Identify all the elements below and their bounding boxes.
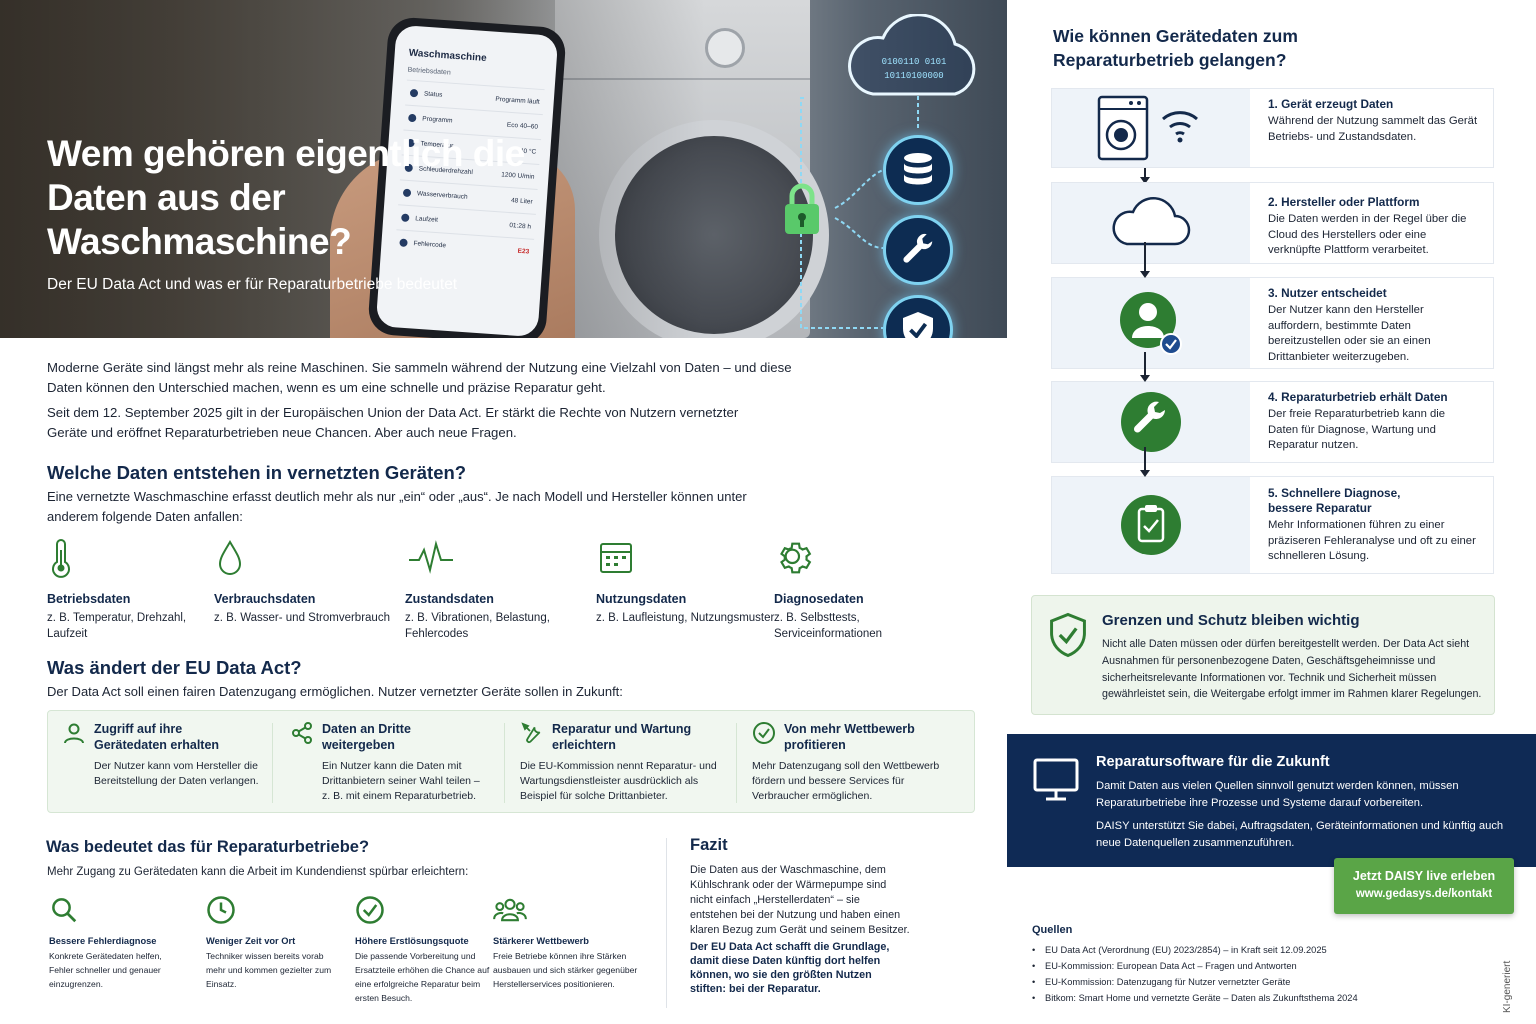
- search-icon: [52, 898, 77, 923]
- act-item: Von mehr Wettbewerb profitieren Mehr Dat…: [752, 722, 940, 802]
- cloud-icon: [1112, 196, 1191, 246]
- svg-text:0100110 0101: 0100110 0101: [882, 57, 947, 67]
- data-type-item: Zustandsdaten z. B. Vibrationen, Belastu…: [405, 538, 585, 642]
- cta-button[interactable]: Jetzt DAISY live erleben www.gedasys.de/…: [1334, 858, 1514, 914]
- wrench-icon: [1121, 392, 1181, 452]
- clipboard-check-icon: [1121, 495, 1181, 555]
- lock-icon: [785, 183, 819, 234]
- fazit-section: Fazit Die Daten aus der Waschmaschine, d…: [690, 836, 910, 996]
- fazit-title: Fazit: [690, 836, 728, 854]
- software-text-1: Damit Daten aus vielen Quellen sinnvoll …: [1096, 780, 1459, 809]
- pulse-icon: [409, 540, 453, 574]
- data-cloud-icon: 0100110 0101 10110100000: [848, 14, 976, 96]
- hero-subtitle: Der EU Data Act und was er für Reparatur…: [47, 276, 458, 293]
- benefit-item: Weniger Zeit vor Ort Techniker wissen be…: [206, 895, 341, 991]
- gear-icon: [780, 542, 812, 574]
- hero-title: Wem gehören eigentlich die Daten aus der…: [47, 133, 525, 262]
- phone-title: Waschmaschine: [408, 47, 487, 65]
- cta-url[interactable]: www.gedasys.de/kontakt: [1355, 888, 1493, 900]
- benefit-item: Höhere Erstlösungsquote Die passende Vor…: [355, 895, 490, 1005]
- data-section-intro: Eine vernetzte Waschmaschine erfasst deu…: [47, 489, 747, 524]
- source-item: EU-Kommission: European Data Act – Frage…: [1032, 958, 1502, 974]
- source-item: EU Data Act (Verordnung (EU) 2023/2854) …: [1032, 942, 1502, 958]
- source-item: EU-Kommission: Datenzugang für Nutzer ve…: [1032, 974, 1502, 990]
- monitor-icon: [1033, 758, 1079, 801]
- data-type-item: Nutzungsdaten z. B. Laufleistung, Nutzun…: [596, 538, 776, 626]
- data-type-item: Betriebsdaten z. B. Temperatur, Drehzahl…: [47, 538, 227, 642]
- software-text-2: DAISY unterstützt Sie dabei, Auftragsdat…: [1096, 820, 1504, 849]
- act-item: Daten an Dritte weitergeben Ein Nutzer k…: [290, 721, 515, 804]
- check-circle-icon: [356, 896, 384, 924]
- software-title: Reparatursoftware für die Zukunft: [1096, 754, 1330, 770]
- sources-section: Quellen EU Data Act (Verordnung (EU) 202…: [1032, 924, 1502, 1006]
- fazit-text: Die Daten aus der Waschmaschine, dem Küh…: [690, 864, 910, 936]
- washer-wifi-icon: [1097, 95, 1198, 161]
- flow-title: Wie können Gerätedaten zum Reparaturbetr…: [1053, 26, 1298, 70]
- benefit-item: Bessere Fehlerdiagnose Konkrete Geräteda…: [49, 895, 184, 991]
- cta-label: Jetzt DAISY live erleben: [1352, 869, 1496, 883]
- benefits-section-intro: Mehr Zugang zu Gerätedaten kann die Arbe…: [47, 866, 469, 878]
- source-item: Bitkom: Smart Home und vernetzte Geräte …: [1032, 990, 1502, 1006]
- software-banner: Reparatursoftware für die Zukunft Damit …: [1007, 734, 1536, 867]
- data-section-title: Welche Daten entstehen in vernetzten Ger…: [47, 462, 467, 483]
- benefit-item: Stärkerer Wettbewerb Freie Betriebe könn…: [493, 895, 653, 991]
- thermometer-icon: [52, 539, 70, 578]
- shield-check-icon: [1050, 612, 1086, 658]
- protection-title: Grenzen und Schutz bleiben wichtig: [1102, 612, 1360, 629]
- data-type-item: Verbrauchsdaten z. B. Wasser- und Stromv…: [214, 538, 394, 626]
- user-check-icon: [1120, 292, 1182, 355]
- fazit-bold-text: Der EU Data Act schafft die Grundlage, d…: [690, 941, 890, 995]
- clock-icon: [207, 896, 235, 924]
- protection-box: Grenzen und Schutz bleiben wichtig Nicht…: [1031, 595, 1495, 715]
- drop-icon: [218, 540, 242, 575]
- intro-paragraph-1: Moderne Geräte sind längst mehr als rein…: [47, 360, 792, 395]
- wrench-icon: [883, 215, 953, 285]
- ai-generated-label: KI-generiert: [1502, 960, 1513, 1013]
- sources-title: Quellen: [1032, 924, 1073, 936]
- data-type-item: Diagnosedaten z. B. Selbsttests, Service…: [774, 538, 954, 642]
- tools-icon: [521, 722, 541, 743]
- database-icon: [883, 135, 953, 205]
- act-item: Reparatur und Wartung erleichtern Die EU…: [520, 722, 717, 802]
- protection-text: Nicht alle Daten müssen oder dürfen bere…: [1102, 638, 1482, 701]
- act-section-intro: Der Data Act soll einen fairen Datenzuga…: [47, 684, 623, 699]
- act-item: Zugriff auf ihre Gerätedaten erhalten De…: [62, 721, 287, 789]
- connection-lines: [800, 96, 919, 329]
- check-circle-icon: [753, 722, 775, 744]
- act-section-title: Was ändert der EU Data Act?: [47, 657, 302, 678]
- flow-step: 5. Schnellere Diagnose, bessere Reparatu…: [1051, 476, 1494, 574]
- svg-text:10110100000: 10110100000: [884, 71, 943, 81]
- intro-paragraph-2: Seit dem 12. September 2025 gilt in der …: [47, 405, 739, 440]
- act-benefits-box: Zugriff auf ihre Gerätedaten erhalten De…: [47, 710, 975, 813]
- calendar-icon: [600, 543, 632, 573]
- share-icon: [292, 722, 312, 744]
- benefits-section-title: Was bedeutet das für Reparaturbetriebe?: [46, 838, 370, 856]
- user-icon: [64, 723, 84, 744]
- group-icon: [493, 898, 527, 922]
